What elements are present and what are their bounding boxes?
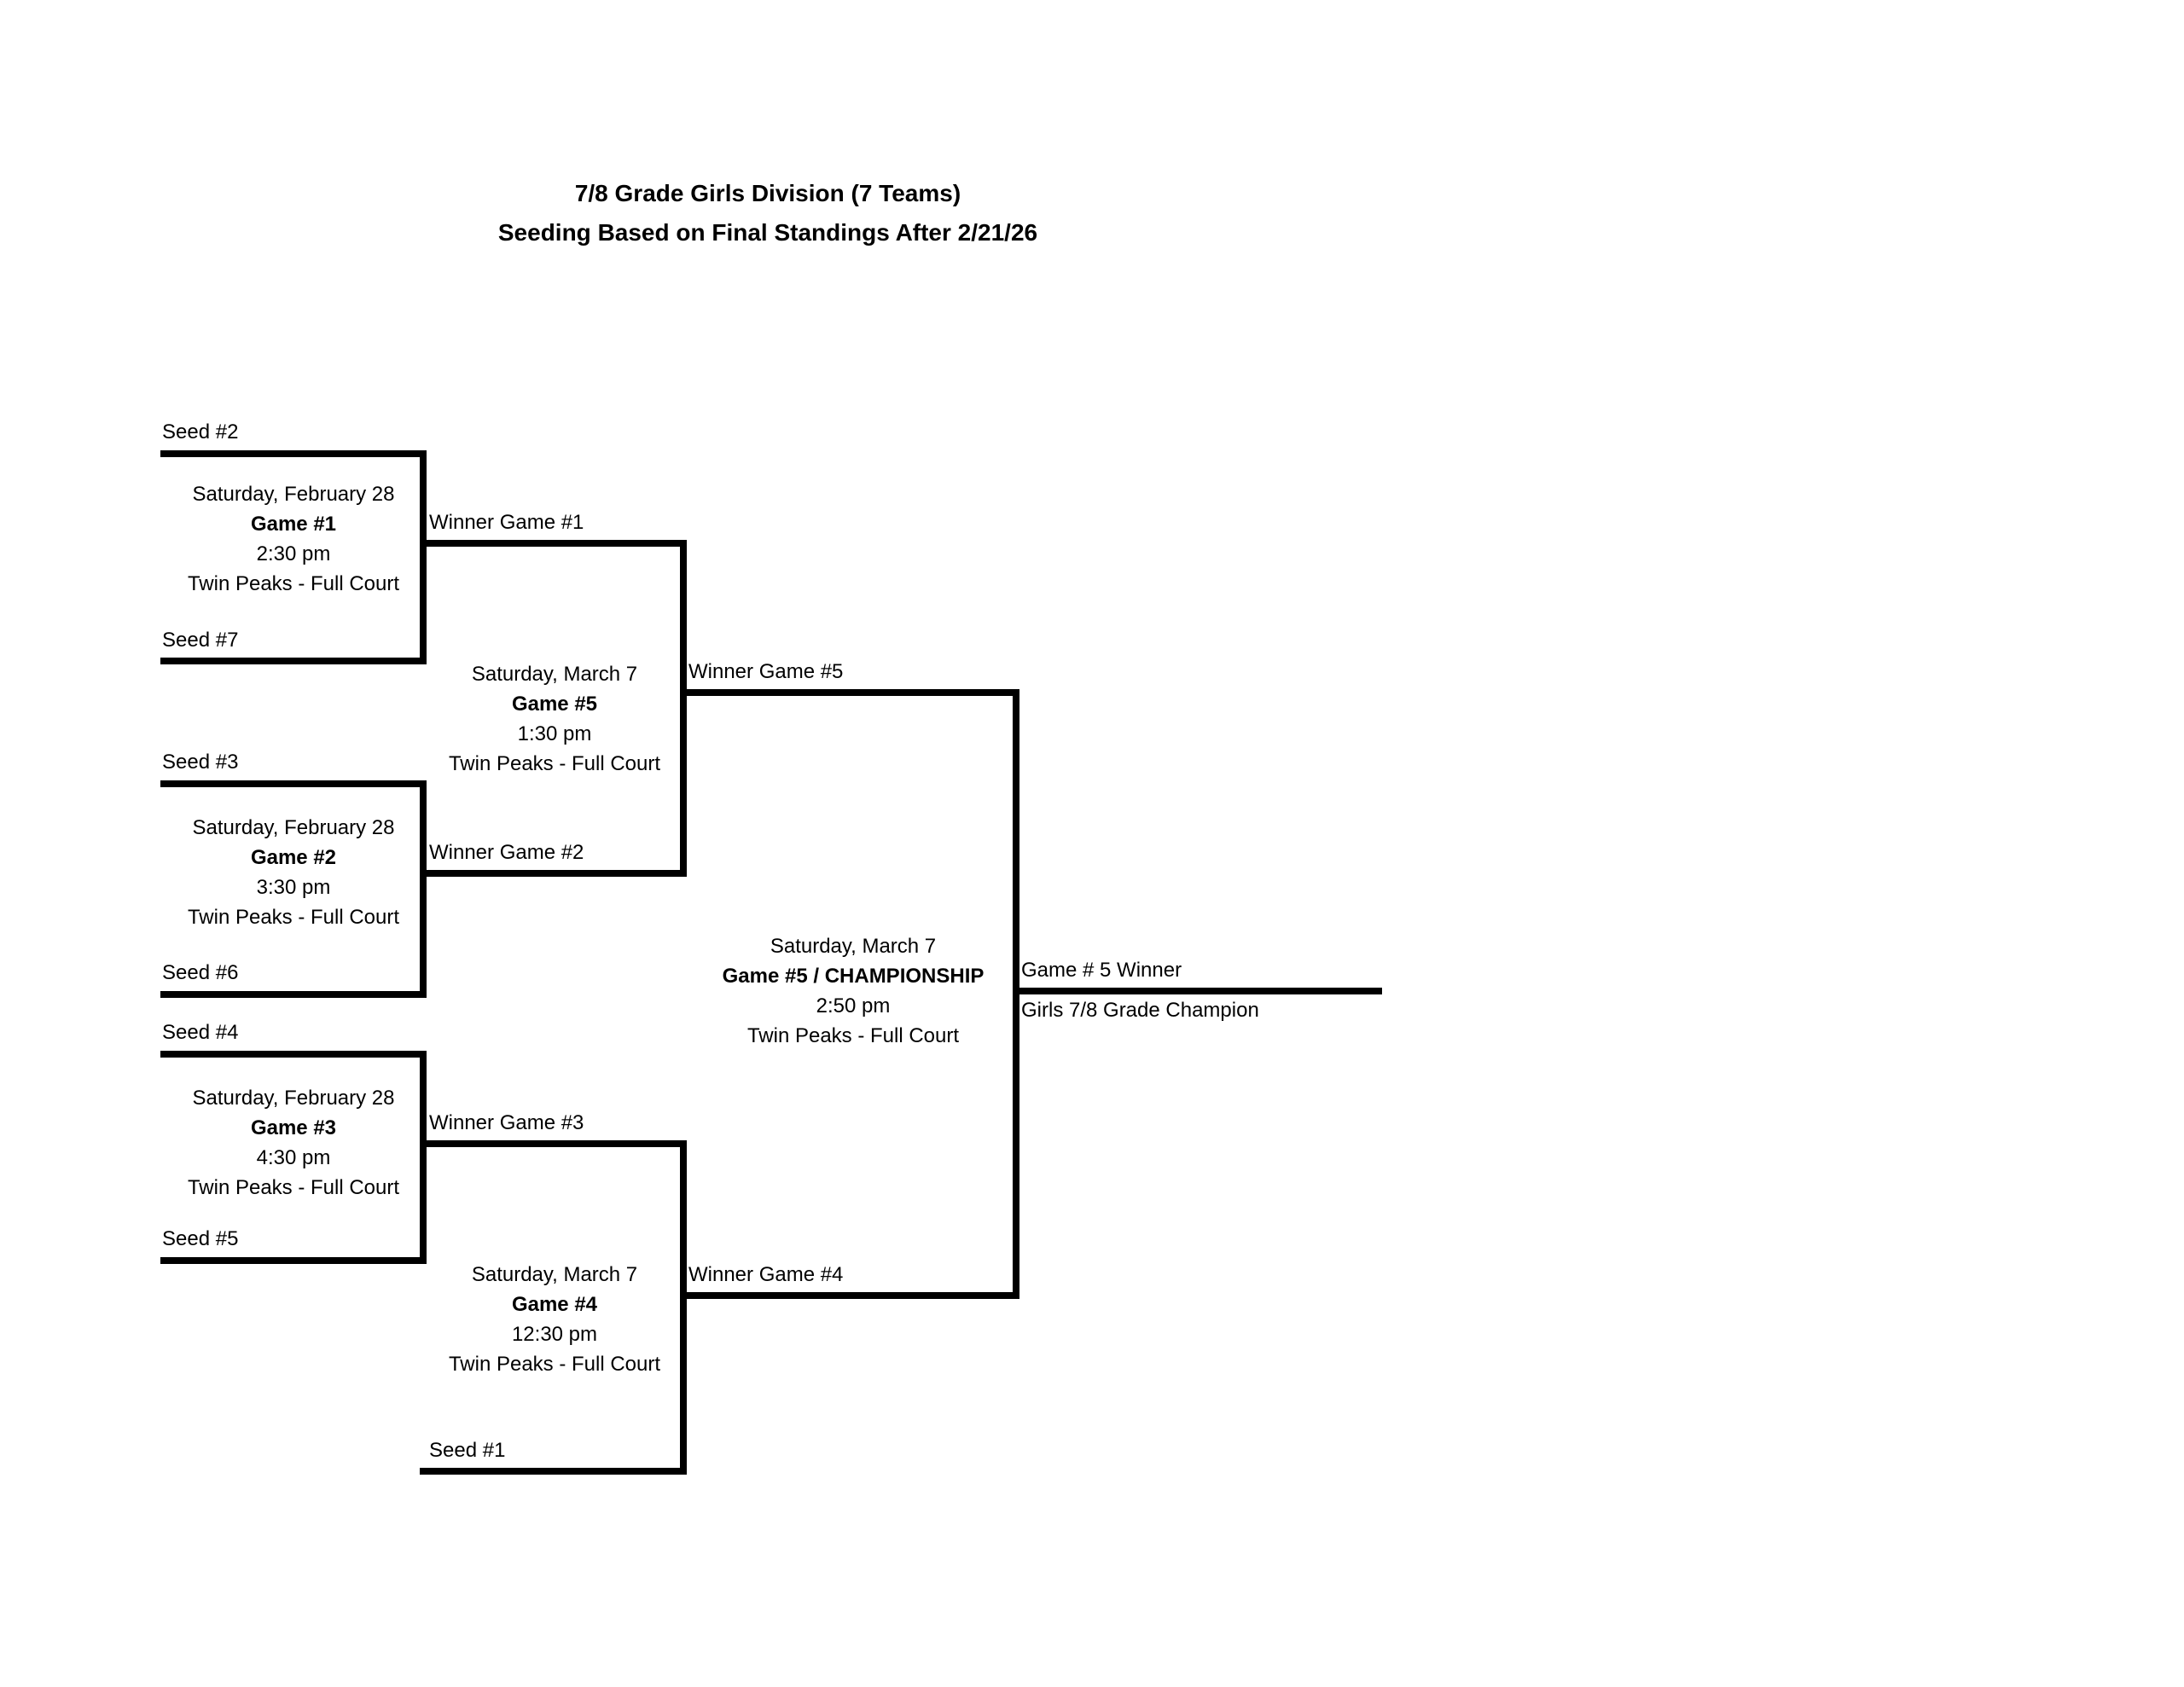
bracket-line-game1-vertical: [420, 450, 427, 664]
seed-3-label: Seed #3: [162, 751, 239, 774]
championship-name: Game #5 / CHAMPIONSHIP: [722, 965, 985, 988]
bracket-line-winner-game3: [420, 1140, 687, 1147]
bracket-line-game3-vertical: [420, 1051, 427, 1264]
bracket-title: 7/8 Grade Girls Division (7 Teams) Seedi…: [341, 179, 1194, 247]
game-1-date: Saturday, February 28: [192, 483, 395, 506]
game-box-3: Saturday, February 28 Game #3 4:30 pm Tw…: [160, 1083, 427, 1203]
game-box-1: Saturday, February 28 Game #1 2:30 pm Tw…: [160, 479, 427, 599]
game-2-time: 3:30 pm: [256, 876, 331, 899]
seed-4-label: Seed #4: [162, 1021, 239, 1044]
seed-7-label: Seed #7: [162, 629, 239, 652]
game-5-time: 1:30 pm: [517, 722, 592, 745]
championship-date: Saturday, March 7: [770, 935, 937, 958]
bracket-line-game4-vertical: [680, 1140, 687, 1475]
game-1-time: 2:30 pm: [256, 542, 331, 565]
champion-label: Girls 7/8 Grade Champion: [1021, 999, 1259, 1022]
bracket-line-game2-bottom: [160, 991, 427, 998]
bracket-line-winner-game5: [680, 689, 1019, 696]
game-4-time: 12:30 pm: [511, 1323, 598, 1346]
bracket-line-game2-vertical: [420, 780, 427, 998]
game-box-5: Saturday, March 7 Game #5 1:30 pm Twin P…: [422, 659, 687, 779]
game-4-date: Saturday, March 7: [471, 1263, 638, 1286]
bracket-line-game4-bottom: [420, 1468, 687, 1475]
seed-1-label: Seed #1: [429, 1439, 506, 1462]
title-line-1: 7/8 Grade Girls Division (7 Teams): [574, 180, 961, 206]
bracket-line-game2-top: [160, 780, 427, 787]
championship-venue: Twin Peaks - Full Court: [746, 1024, 960, 1047]
bracket-line-winner-game1: [420, 540, 687, 547]
game-3-time: 4:30 pm: [256, 1146, 331, 1169]
game-5-winner-label: Game # 5 Winner: [1021, 959, 1182, 982]
bracket-line-winner-game2: [420, 870, 687, 877]
bracket-line-winner-game4: [680, 1292, 1019, 1299]
winner-game-1-label: Winner Game #1: [429, 511, 584, 534]
game-3-name: Game #3: [250, 1116, 337, 1139]
bracket-line-game1-top: [160, 450, 427, 457]
game-box-championship: Saturday, March 7 Game #5 / CHAMPIONSHIP…: [687, 931, 1019, 1051]
game-2-name: Game #2: [250, 846, 337, 869]
game-3-date: Saturday, February 28: [192, 1087, 395, 1110]
game-1-venue: Twin Peaks - Full Court: [187, 572, 400, 595]
game-2-venue: Twin Peaks - Full Court: [187, 906, 400, 929]
game-box-4: Saturday, March 7 Game #4 12:30 pm Twin …: [422, 1260, 687, 1379]
title-line-2: Seeding Based on Final Standings After 2…: [497, 219, 1038, 246]
game-2-date: Saturday, February 28: [192, 816, 395, 839]
seed-2-label: Seed #2: [162, 420, 239, 443]
bracket-line-game3-bottom: [160, 1257, 427, 1264]
game-box-2: Saturday, February 28 Game #2 3:30 pm Tw…: [160, 813, 427, 932]
seed-5-label: Seed #5: [162, 1227, 239, 1250]
game-4-name: Game #4: [511, 1293, 598, 1316]
game-3-venue: Twin Peaks - Full Court: [187, 1176, 400, 1199]
bracket-line-game1-bottom: [160, 658, 427, 664]
championship-time: 2:50 pm: [816, 994, 891, 1017]
game-4-venue: Twin Peaks - Full Court: [448, 1353, 661, 1376]
seed-6-label: Seed #6: [162, 961, 239, 984]
bracket-line-game3-top: [160, 1051, 427, 1058]
game-5-date: Saturday, March 7: [471, 663, 638, 686]
game-1-name: Game #1: [250, 513, 337, 536]
game-5-venue: Twin Peaks - Full Court: [448, 752, 661, 775]
winner-game-3-label: Winner Game #3: [429, 1111, 584, 1134]
bracket-line-game5-vertical: [680, 540, 687, 877]
game-5-name: Game #5: [511, 693, 598, 716]
winner-game-2-label: Winner Game #2: [429, 841, 584, 864]
winner-game-5-label: Winner Game #5: [688, 660, 844, 683]
bracket-line-champion: [1013, 988, 1382, 994]
winner-game-4-label: Winner Game #4: [688, 1263, 844, 1286]
